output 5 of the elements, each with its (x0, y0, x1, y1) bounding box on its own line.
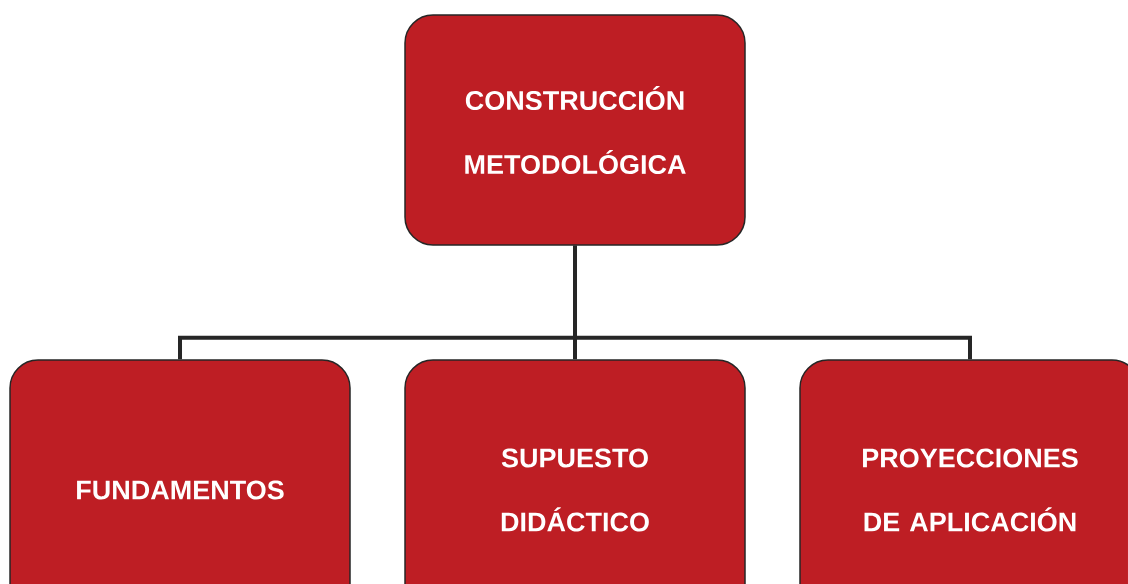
connector-line (573, 245, 972, 360)
process-box: PROYECCIONES DE APLICACIÓN (799, 359, 1128, 584)
process-box: FUNDAMENTOS (9, 359, 351, 584)
process-box: SUPUESTO DIDÁCTICO (404, 359, 746, 584)
process-box: CONSTRUCCIÓN METODOLÓGICA (404, 14, 746, 246)
